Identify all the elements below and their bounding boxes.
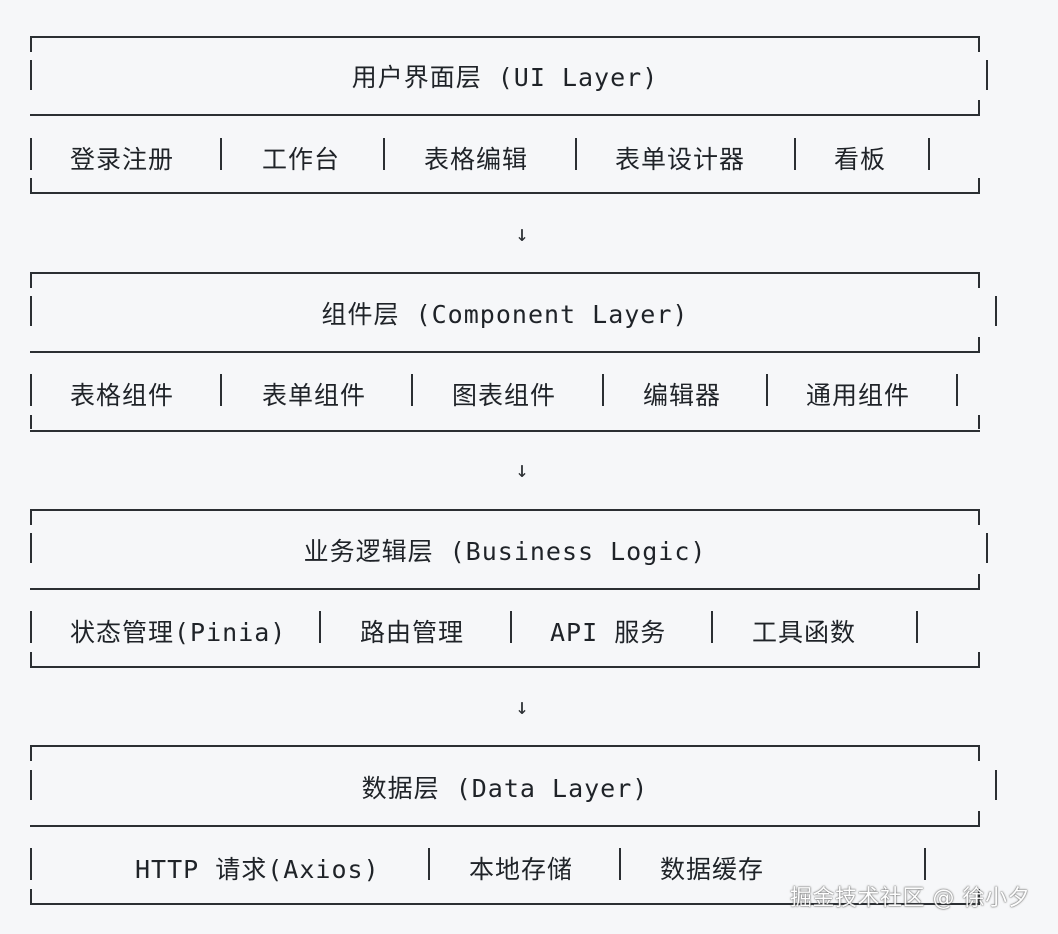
cell-separator <box>619 848 621 880</box>
box-top-border <box>30 36 980 38</box>
box-left-border <box>30 60 32 90</box>
ui-layer-title: 用户界面层 (UI Layer) <box>351 63 659 92</box>
box-corner-tick <box>978 178 980 192</box>
box-right-border <box>995 296 997 326</box>
data-item-local-storage: 本地存储 <box>469 855 574 884</box>
data-item-cache: 数据缓存 <box>660 855 765 884</box>
box-corner-tick <box>30 415 32 429</box>
box-left-border <box>30 611 32 643</box>
cell-separator <box>220 138 222 170</box>
component-item-chart: 图表组件 <box>452 381 557 410</box>
cell-separator <box>924 848 926 880</box>
component-item-form: 表单组件 <box>262 381 367 410</box>
box-right-border <box>995 770 997 800</box>
box-left-border <box>30 374 32 406</box>
box-corner-tick <box>30 889 32 903</box>
cell-separator <box>510 611 512 643</box>
box-right-border <box>986 60 988 90</box>
box-corner-tick <box>978 747 980 761</box>
component-item-editor: 编辑器 <box>643 381 722 410</box>
cell-separator <box>383 138 385 170</box>
box-top-border <box>30 745 980 747</box>
box-divider <box>30 588 980 590</box>
box-bottom-border <box>30 666 980 668</box>
logic-item-state: 状态管理(Pinia) <box>70 618 287 647</box>
box-corner-tick <box>978 652 980 666</box>
box-corner-tick <box>978 100 980 114</box>
down-arrow-icon: ↓ <box>515 458 529 483</box>
component-item-common: 通用组件 <box>806 381 911 410</box>
box-corner-tick <box>978 574 980 588</box>
box-divider <box>30 825 980 827</box>
box-divider <box>30 351 980 353</box>
box-bottom-border <box>30 430 980 432</box>
cell-separator <box>575 138 577 170</box>
logic-item-router: 路由管理 <box>360 618 465 647</box>
box-corner-tick <box>978 415 980 429</box>
cell-separator <box>428 848 430 880</box>
box-corner-tick <box>30 274 32 288</box>
component-layer-title: 组件层 (Component Layer) <box>321 300 689 329</box>
box-corner-tick <box>978 274 980 288</box>
ui-item-form-designer: 表单设计器 <box>615 145 746 174</box>
down-arrow-icon: ↓ <box>515 222 529 247</box>
box-corner-tick <box>978 889 980 903</box>
box-top-border <box>30 509 980 511</box>
data-item-http: HTTP 请求(Axios) <box>135 855 380 884</box>
box-corner-tick <box>978 337 980 351</box>
cell-separator <box>794 138 796 170</box>
ui-item-kanban: 看板 <box>834 145 887 174</box>
cell-separator <box>916 611 918 643</box>
cell-separator <box>220 374 222 406</box>
box-right-border <box>986 533 988 563</box>
box-left-border <box>30 533 32 563</box>
cell-separator <box>319 611 321 643</box>
box-corner-tick <box>978 511 980 525</box>
logic-item-api: API 服务 <box>550 618 667 647</box>
box-corner-tick <box>30 178 32 192</box>
watermark: 掘金技术社区 @ 徐小夕 <box>790 886 1030 911</box>
box-corner-tick <box>30 38 32 52</box>
component-item-table: 表格组件 <box>70 381 175 410</box>
cell-separator <box>711 611 713 643</box>
cell-separator <box>411 374 413 406</box>
box-left-border <box>30 296 32 326</box>
down-arrow-icon: ↓ <box>515 695 529 720</box>
box-left-border <box>30 848 32 880</box>
box-corner-tick <box>30 747 32 761</box>
cell-separator <box>928 138 930 170</box>
box-corner-tick <box>30 652 32 666</box>
box-left-border <box>30 138 32 170</box>
box-divider <box>30 114 980 116</box>
ui-item-login: 登录注册 <box>70 145 175 174</box>
logic-item-utils: 工具函数 <box>752 618 857 647</box>
box-top-border <box>30 272 980 274</box>
cell-separator <box>766 374 768 406</box>
ui-item-workbench: 工作台 <box>262 145 341 174</box>
ui-item-table-edit: 表格编辑 <box>424 145 529 174</box>
box-corner-tick <box>978 38 980 52</box>
box-bottom-border <box>30 903 980 905</box>
business-logic-layer-title: 业务逻辑层 (Business Logic) <box>303 537 707 566</box>
cell-separator <box>602 374 604 406</box>
box-corner-tick <box>30 511 32 525</box>
data-layer-title: 数据层 (Data Layer) <box>361 774 649 803</box>
box-corner-tick <box>978 811 980 825</box>
cell-separator <box>956 374 958 406</box>
box-left-border <box>30 770 32 800</box>
box-bottom-border <box>30 192 980 194</box>
